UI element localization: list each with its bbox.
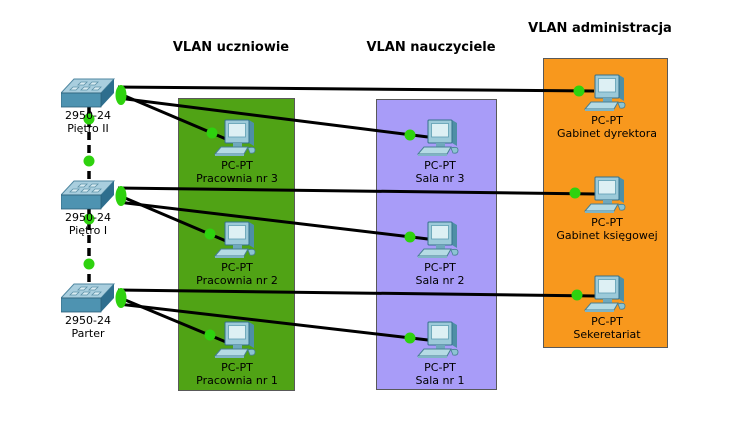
switch-name: Parter xyxy=(71,327,105,340)
pc-name: Pracownia nr 1 xyxy=(196,374,278,387)
pc-sekeretariat[interactable]: PC-PT Sekeretariat xyxy=(547,274,667,341)
link-pietro-i-sala-nr-2[interactable] xyxy=(117,200,429,241)
device-label: PC-PT Sala nr 3 xyxy=(380,159,500,185)
pc-name: Gabinet księgowej xyxy=(556,229,658,242)
device-label: PC-PT Pracownia nr 2 xyxy=(177,261,297,287)
pc-gabinet-dyrektora[interactable]: PC-PT Gabinet dyrektora xyxy=(547,73,667,140)
pc-model: PC-PT xyxy=(221,159,253,172)
pc-model: PC-PT xyxy=(424,261,456,274)
switch-model: 2950-24 xyxy=(65,314,111,327)
device-label: 2950-24 Parter xyxy=(28,314,148,340)
pc-model: PC-PT xyxy=(591,315,623,328)
pc-pracownia-nr-1[interactable]: PC-PT Pracownia nr 1 xyxy=(177,320,297,387)
zone-title-uczniowie: VLAN uczniowie xyxy=(172,40,290,55)
switch-name: Piętro II xyxy=(67,122,109,135)
switch-pietro-i[interactable]: 2950-24 Piętro I xyxy=(28,178,148,237)
pc-model: PC-PT xyxy=(424,361,456,374)
pc-name: Pracownia nr 2 xyxy=(196,274,278,287)
switch-icon xyxy=(61,178,115,210)
pc-icon xyxy=(417,118,463,158)
status-dot xyxy=(204,228,216,240)
pc-sala-nr-2[interactable]: PC-PT Sala nr 2 xyxy=(380,220,500,287)
device-label: PC-PT Pracownia nr 3 xyxy=(177,159,297,185)
status-dot xyxy=(569,187,581,199)
device-label: PC-PT Gabinet księgowej xyxy=(547,216,667,242)
device-label: 2950-24 Piętro II xyxy=(28,109,148,135)
pc-name: Sala nr 1 xyxy=(415,374,465,387)
pc-icon xyxy=(584,175,630,215)
pc-gabinet-ksiegowej[interactable]: PC-PT Gabinet księgowej xyxy=(547,175,667,242)
pc-name: Sala nr 3 xyxy=(415,172,465,185)
link-pietro-i-gabinet-ksiegowej[interactable] xyxy=(117,186,597,196)
pc-name: Sekeretariat xyxy=(573,328,641,341)
pc-sala-nr-1[interactable]: PC-PT Sala nr 1 xyxy=(380,320,500,387)
pc-icon xyxy=(214,118,260,158)
switch-icon xyxy=(61,76,115,108)
device-label: 2950-24 Piętro I xyxy=(28,211,148,237)
pc-model: PC-PT xyxy=(591,114,623,127)
pc-icon xyxy=(214,220,260,260)
port-status-cluster-pietro-ii xyxy=(115,85,127,105)
pc-name: Gabinet dyrektora xyxy=(556,127,658,140)
device-label: PC-PT Pracownia nr 1 xyxy=(177,361,297,387)
port-status-cluster-parter xyxy=(115,288,127,308)
link-pietro-ii-sala-nr-3[interactable] xyxy=(117,96,429,139)
pc-pracownia-nr-2[interactable]: PC-PT Pracownia nr 2 xyxy=(177,220,297,287)
status-dot xyxy=(404,129,416,141)
pc-name: Sala nr 2 xyxy=(415,274,465,287)
pc-icon xyxy=(584,274,630,314)
link-pietro-ii-gabinet-dyrektora[interactable] xyxy=(117,85,595,93)
device-label: PC-PT Sekeretariat xyxy=(547,315,667,341)
status-dot xyxy=(404,332,416,344)
status-dot xyxy=(83,258,95,270)
status-dot xyxy=(571,289,583,301)
status-dot xyxy=(573,85,585,97)
pc-model: PC-PT xyxy=(221,261,253,274)
pc-name: Pracownia nr 3 xyxy=(196,172,278,185)
pc-icon xyxy=(417,220,463,260)
pc-model: PC-PT xyxy=(591,216,623,229)
link-parter-sala-nr-1[interactable] xyxy=(117,302,429,342)
link-parter-sekeretariat[interactable] xyxy=(117,288,597,298)
pc-icon xyxy=(417,320,463,360)
device-label: PC-PT Sala nr 1 xyxy=(380,361,500,387)
device-label: PC-PT Sala nr 2 xyxy=(380,261,500,287)
switch-pietro-ii[interactable]: 2950-24 Piętro II xyxy=(28,76,148,135)
switch-model: 2950-24 xyxy=(65,109,111,122)
switch-parter[interactable]: 2950-24 Parter xyxy=(28,281,148,340)
zone-title-administracja: VLAN administracja xyxy=(528,21,672,36)
switch-model: 2950-24 xyxy=(65,211,111,224)
status-dot xyxy=(204,329,216,341)
device-label: PC-PT Gabinet dyrektora xyxy=(547,114,667,140)
port-status-cluster-pietro-i xyxy=(115,186,127,206)
zone-title-nauczyciele: VLAN nauczyciele xyxy=(366,40,496,55)
pc-model: PC-PT xyxy=(221,361,253,374)
switch-name: Piętro I xyxy=(68,224,108,237)
status-dot xyxy=(83,155,95,167)
pc-pracownia-nr-3[interactable]: PC-PT Pracownia nr 3 xyxy=(177,118,297,185)
pc-sala-nr-3[interactable]: PC-PT Sala nr 3 xyxy=(380,118,500,185)
status-dot xyxy=(83,113,95,125)
pc-model: PC-PT xyxy=(424,159,456,172)
status-dot xyxy=(83,213,95,225)
pc-icon xyxy=(584,73,630,113)
switch-icon xyxy=(61,281,115,313)
status-dot xyxy=(206,127,218,139)
pc-icon xyxy=(214,320,260,360)
status-dot xyxy=(404,231,416,243)
